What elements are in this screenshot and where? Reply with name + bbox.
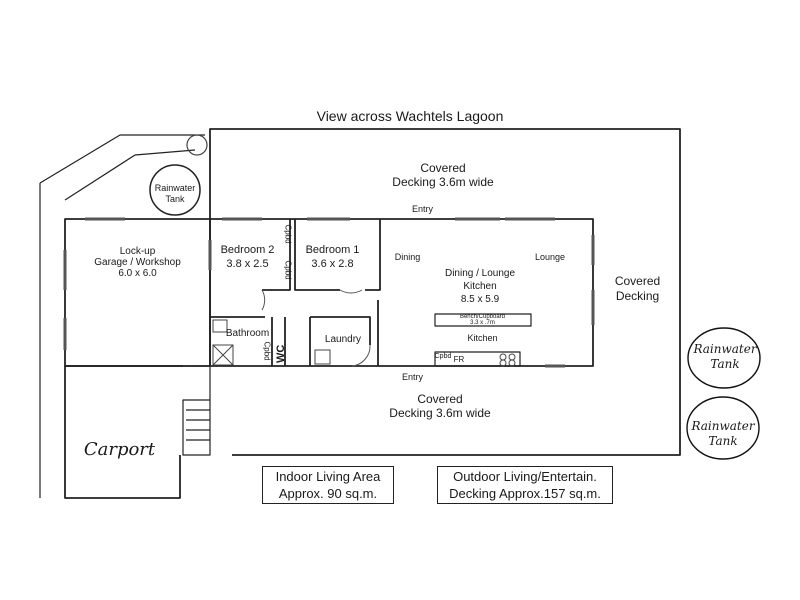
bench-label-2: 3.3 x .7m <box>470 320 495 326</box>
main-room-label-2: Kitchen <box>463 281 497 292</box>
cupboard-label: Cpbd <box>283 260 293 280</box>
door-swing <box>339 289 363 294</box>
hand-tank-2-label-2: Tank <box>708 434 738 448</box>
deck-outline <box>209 128 681 456</box>
site-boundary-inner <box>64 149 196 201</box>
toilet-fixture <box>212 319 228 333</box>
site-boundary <box>39 134 205 184</box>
printed-tank-label-2: Tank <box>165 194 185 204</box>
cupboard-label: Cpbd <box>262 341 272 361</box>
bench <box>434 313 532 327</box>
laundry-label: Laundry <box>324 334 362 345</box>
kitchen-label: Kitchen <box>467 333 498 343</box>
cooktop-burner <box>508 359 516 367</box>
fridge-label: FR <box>453 355 465 364</box>
right-deck-label-2: Decking <box>615 289 660 303</box>
garage-label-3: 6.0 x 6.0 <box>118 268 157 279</box>
bathroom-label: Bathroom <box>225 328 270 339</box>
hand-rainwater-tank-2 <box>686 396 760 460</box>
door-swing <box>351 344 371 367</box>
bottom-deck-label-2: Decking 3.6m wide <box>389 406 491 420</box>
top-deck-label-1: Covered <box>420 161 466 175</box>
indoor-area-box: Indoor Living Area Approx. 90 sq.m. <box>262 466 394 504</box>
lounge-label: Lounge <box>534 252 566 262</box>
cooktop-burner <box>499 359 507 367</box>
cooktop-burner <box>499 353 507 361</box>
bedroom2-wall <box>262 219 291 291</box>
bedroom1-right-wall <box>365 219 381 291</box>
plan-title: View across Wachtels Lagoon <box>316 108 504 124</box>
garage-label-1: Lock-up <box>119 246 156 257</box>
small-tank <box>186 134 208 156</box>
printed-rainwater-tank <box>149 164 201 216</box>
right-deck-label-1: Covered <box>614 274 661 288</box>
hand-tank-2-label-1: Rainwater <box>691 419 755 433</box>
dining-label: Dining <box>394 252 421 262</box>
garage-wall <box>64 218 211 367</box>
hand-tank-1-label-1: Rainwater <box>693 342 757 356</box>
top-deck-label-2: Decking 3.6m wide <box>392 175 494 189</box>
bedroom2-name: Bedroom 2 <box>220 244 275 256</box>
door-swing <box>261 289 266 311</box>
steps <box>182 365 211 456</box>
bedroom2-size: 3.8 x 2.5 <box>226 258 269 270</box>
bedroom1-name: Bedroom 1 <box>305 244 360 256</box>
cupboard-label: Cpbd <box>434 353 452 360</box>
main-room-label-1: Dining / Lounge <box>444 268 516 279</box>
entry-top-label: Entry <box>411 204 433 214</box>
hand-tank-1-label-2: Tank <box>710 357 740 371</box>
entry-bottom-label: Entry <box>401 372 423 382</box>
wc-label: WC <box>275 344 287 363</box>
laundry-wall <box>309 316 371 366</box>
main-room-label-3: 8.5 x 5.9 <box>460 294 500 305</box>
outdoor-area-line-2: Decking Approx.157 sq.m. <box>449 485 601 501</box>
kitchen-counter <box>434 351 521 367</box>
garage-label-2: Garage / Workshop <box>94 257 181 268</box>
bedroom1-size: 3.6 x 2.8 <box>311 258 354 270</box>
printed-tank-label-1: Rainwater <box>154 183 196 193</box>
carport-outline <box>64 366 181 499</box>
bedroom1-wall <box>294 219 340 291</box>
bench-label-1: Bench/Cupboard <box>459 314 506 320</box>
outdoor-area-line-1: Outdoor Living/Entertain. <box>453 469 597 484</box>
outdoor-area-box: Outdoor Living/Entertain. Decking Approx… <box>437 466 613 504</box>
shower-fixture <box>212 344 234 366</box>
indoor-area-line-2: Approx. 90 sq.m. <box>278 485 378 501</box>
bottom-deck-label-1: Covered <box>417 392 463 406</box>
cupboard-label: Cpbd <box>283 224 293 244</box>
laundry-tub <box>314 349 331 365</box>
indoor-area-line-1: Indoor Living Area <box>275 469 381 484</box>
carport-label: Carport <box>83 439 156 460</box>
hand-rainwater-tank-1 <box>687 327 761 389</box>
cooktop-burner <box>508 353 516 361</box>
